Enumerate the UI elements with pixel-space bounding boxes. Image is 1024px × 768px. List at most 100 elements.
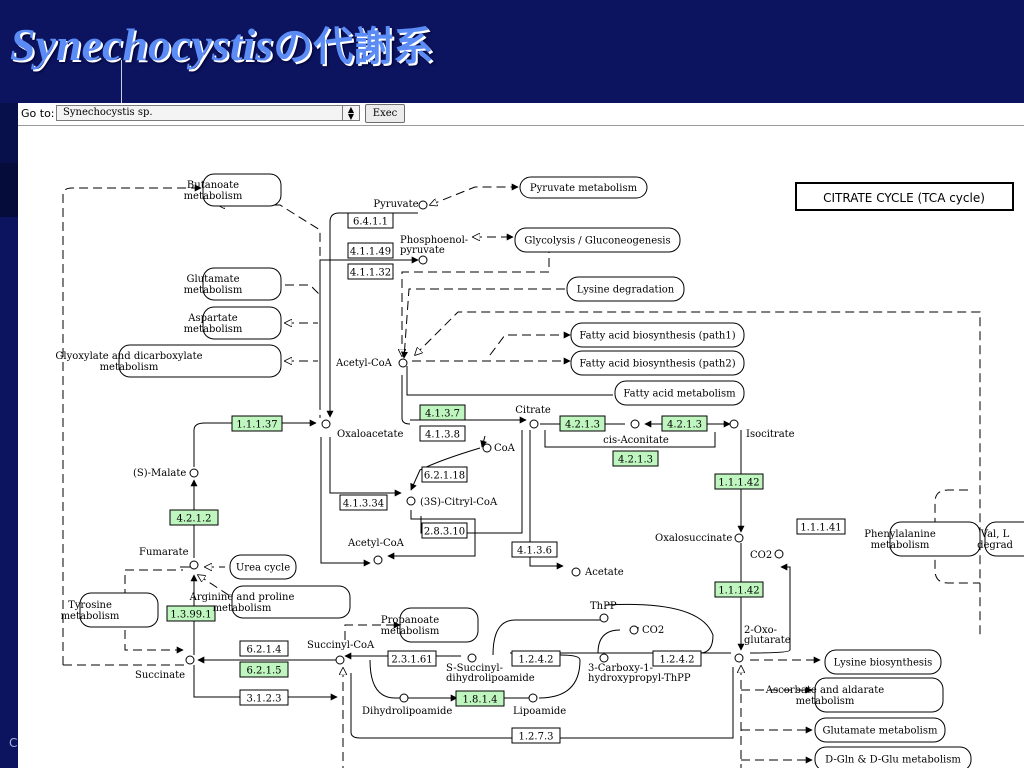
pathway-fa-met[interactable]: Fatty acid metabolism — [614, 380, 745, 406]
compound-label: cis-Aconitate — [603, 435, 669, 446]
compound-succinyl-coa[interactable]: Succinyl-CoA — [307, 640, 375, 665]
enzyme-1-1-1-42[interactable]: 1.1.1.42 — [714, 581, 764, 598]
enzyme-1-8-1-4[interactable]: 1.8.1.4 — [455, 690, 505, 707]
enzyme-1-2-4-2[interactable]: 1.2.4.2 — [511, 650, 561, 667]
pathway-label: Glycolysis / Gluconeogenesis — [524, 236, 670, 247]
enzyme-2-3-1-61[interactable]: 2.3.1.61 — [387, 650, 437, 667]
compound-oxoglutarate[interactable]: 2-Oxo-glutarate — [734, 625, 791, 663]
enzyme-6-4-1-1[interactable]: 6.4.1.1 — [347, 212, 394, 229]
enzyme-boxes: 6.4.1.1 4.1.1.49 4.1.1.32 1.1.1.37 4.1.3.7 4.… — [166, 212, 846, 744]
enzyme-4-1-3-7[interactable]: 4.1.3.7 — [419, 404, 466, 421]
compound-label: Acetyl-CoA — [347, 538, 405, 549]
pathway-fa-path1[interactable]: Fatty acid biosynthesis (path1) — [570, 322, 745, 348]
pathway-lysine-bio[interactable]: Lysine biosynthesis — [824, 649, 942, 675]
compound-succinate[interactable]: Succinate — [135, 655, 195, 681]
compound-acetyl-coa2[interactable]: Acetyl-CoA — [347, 538, 405, 565]
tca-cycle-map: 6.4.1.1 4.1.1.49 4.1.1.32 1.1.1.37 4.1.3.7 4.… — [55, 173, 1024, 768]
pathway-glycolysis[interactable]: Glycolysis / Gluconeogenesis — [514, 227, 681, 253]
compound-acetate[interactable]: Acetate — [571, 567, 624, 578]
pathway-pyruvate-met[interactable]: Pyruvate metabolism — [519, 176, 648, 199]
compound-co2b[interactable]: CO2 — [629, 625, 664, 636]
pathway-dgln[interactable]: D-Gln & D-Glu metabolism — [814, 746, 972, 768]
pathway-lysine-deg[interactable]: Lysine degradation — [566, 276, 685, 302]
compound-label: Acetate — [584, 567, 624, 578]
compound-isocitrate[interactable]: Isocitrate — [729, 419, 795, 440]
enzyme-label: 1.1.1.37 — [236, 420, 277, 431]
compound-pep[interactable]: Phosphoenol-pyruvate — [400, 235, 468, 265]
pathway-label: metabolism — [61, 611, 120, 622]
enzyme-label: 6.2.1.5 — [247, 666, 282, 677]
compound-label: Dihydrolipoamide — [362, 706, 452, 717]
pathway-fa-path2[interactable]: Fatty acid biosynthesis (path2) — [570, 350, 745, 376]
enzyme-1-3-99-1[interactable]: 1.3.99.1 — [166, 605, 216, 622]
compound-label: ThPP — [590, 601, 617, 612]
compound-acetyl-coa[interactable]: Acetyl-CoA — [335, 358, 408, 369]
exec-button[interactable]: Exec — [365, 104, 405, 123]
pathway-urea[interactable]: Urea cycle — [229, 554, 297, 580]
organism-select[interactable]: Synechocystis sp. ▲▼ — [56, 105, 360, 121]
enzyme-4-1-1-49[interactable]: 4.1.1.49 — [347, 242, 394, 259]
enzyme-6-2-1-5[interactable]: 6.2.1.5 — [239, 661, 289, 678]
enzyme-4-1-3-34[interactable]: 4.1.3.34 — [339, 494, 388, 511]
enzyme-4-1-3-6[interactable]: 4.1.3.6 — [511, 541, 558, 558]
pathway-glutamate-met[interactable]: Glutamate metabolism — [814, 717, 946, 743]
enzyme-4-2-1-3[interactable]: 4.2.1.3 — [559, 415, 606, 432]
pathway-label: metabolism — [796, 696, 855, 707]
compound-coa[interactable]: CoA — [482, 443, 516, 454]
pathway-label: metabolism — [100, 362, 159, 373]
compound-citrate[interactable]: Citrate — [515, 405, 551, 429]
compound-thpp[interactable]: ThPP — [590, 601, 617, 623]
enzyme-label: 4.1.3.7 — [425, 409, 460, 420]
compound-s-malate[interactable]: (S)-Malate — [133, 468, 199, 479]
compound-lipoamide[interactable]: Lipoamide — [513, 693, 566, 717]
enzyme-4-1-1-32[interactable]: 4.1.1.32 — [347, 263, 394, 280]
compound-dihydrolipoamide[interactable]: Dihydrolipoamide — [362, 693, 452, 717]
enzyme-6-2-1-4[interactable]: 6.2.1.4 — [239, 640, 289, 657]
pathway-label: metabolism — [184, 324, 243, 335]
enzyme-4-1-3-8[interactable]: 4.1.3.8 — [419, 425, 466, 442]
compound-pyruvate[interactable]: Pyruvate — [373, 199, 428, 210]
compound-label: 3-Carboxy-1- — [588, 663, 653, 674]
pathway-links — [62, 187, 981, 768]
enzyme-1-2-4-2[interactable]: 1.2.4.2 — [652, 650, 702, 667]
enzyme-6-2-1-18[interactable]: 6.2.1.18 — [421, 466, 468, 483]
compound-carboxy[interactable]: 3-Carboxy-1-hydroxypropyl-ThPP — [588, 653, 691, 684]
compound-cis-aconitate[interactable]: cis-Aconitate — [603, 419, 669, 446]
compound-s-succinyl[interactable]: S-Succinyl-dihydrolipoamide — [446, 653, 535, 684]
compound-label: hydroxypropyl-ThPP — [588, 673, 691, 684]
compound-label: Phosphoenol- — [400, 235, 468, 246]
enzyme-1-1-1-37[interactable]: 1.1.1.37 — [231, 415, 283, 432]
pathway-label: degrad — [977, 540, 1013, 551]
enzyme-4-2-1-2[interactable]: 4.2.1.2 — [169, 509, 219, 526]
enzyme-1-1-1-42[interactable]: 1.1.1.42 — [714, 473, 764, 490]
enzyme-4-2-1-3[interactable]: 4.2.1.3 — [612, 450, 659, 467]
compound-oxaloacetate[interactable]: Oxaloacetate — [321, 419, 403, 440]
enzyme-label: 1.3.99.1 — [170, 610, 211, 621]
compound-oxalosuccinate[interactable]: Oxalosuccinate — [655, 533, 744, 544]
organism-select-value: Synechocystis sp. — [63, 107, 153, 118]
slide-title: Synechocystisの代謝系 — [10, 14, 433, 74]
enzyme-label: 4.1.3.8 — [425, 430, 460, 441]
enzyme-2-8-3-10[interactable]: 2.8.3.10 — [421, 522, 468, 539]
pathway-label: Lysine biosynthesis — [834, 658, 933, 669]
pathway-label: Arginine and proline — [189, 592, 295, 603]
enzyme-3-1-2-3[interactable]: 3.1.2.3 — [239, 689, 289, 706]
enzyme-4-2-1-3[interactable]: 4.2.1.3 — [661, 415, 708, 432]
pathway-label: Fatty acid metabolism — [623, 389, 736, 400]
compound-co2[interactable]: CO2 — [750, 549, 784, 561]
enzyme-label: 6.4.1.1 — [353, 217, 388, 228]
compound-citryl-coa[interactable]: (3S)-Citryl-CoA — [406, 496, 498, 508]
enzyme-1-2-7-3[interactable]: 1.2.7.3 — [511, 727, 561, 744]
compound-fumarate[interactable]: Fumarate — [139, 547, 199, 570]
enzyme-1-1-1-41[interactable]: 1.1.1.41 — [796, 518, 846, 535]
